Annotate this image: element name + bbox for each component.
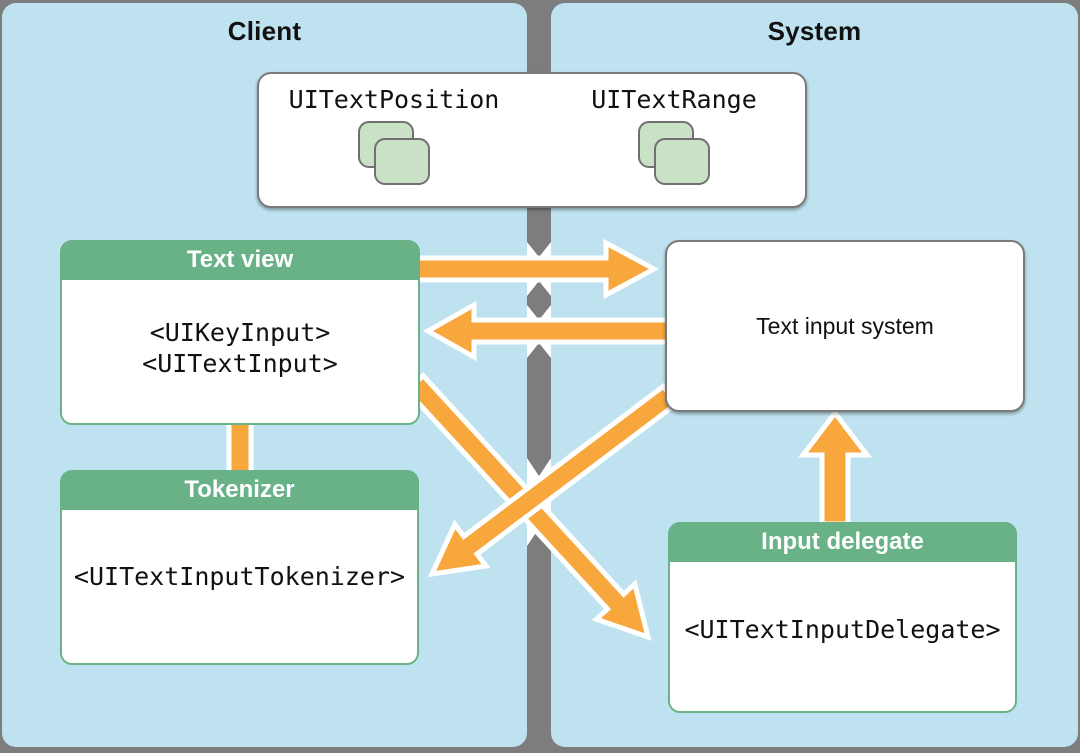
uitextposition-group: UITextPosition [259,74,529,206]
text-view-body: <UIKeyInput> <UITextInput> [60,280,420,425]
class-square-front [654,138,710,185]
protocol-uitextinputdelegate: <UITextInputDelegate> [684,615,1001,644]
protocol-uikeyinput: <UIKeyInput> [149,317,331,347]
class-stack-icon [358,121,430,185]
input-delegate-header: Input delegate [668,522,1017,562]
uitextrange-label: UITextRange [591,85,757,114]
input-delegate-title: Input delegate [761,528,924,555]
tokenizer-title: Tokenizer [184,476,295,503]
text-view-title: Text view [186,246,294,273]
tokenizer-body: <UITextInputTokenizer> [60,510,419,665]
client-panel-title: Client [227,16,302,46]
position-range-classes-box: UITextPosition UITextRange [257,72,807,208]
protocol-uitextinput: <UITextInput> [142,348,338,378]
uitextrange-group: UITextRange [539,74,809,206]
text-input-system-label: Text input system [756,312,934,339]
text-input-system-box: Text input system [665,240,1025,412]
arrow-inputdelegate-to-system [797,408,873,527]
uitextposition-label: UITextPosition [288,85,500,114]
text-view-box: Text view <UIKeyInput> <UITextInput> [60,240,420,425]
input-delegate-box: Input delegate <UITextInputDelegate> [668,522,1017,713]
arrow-system-to-tokenizer [427,382,681,578]
class-square-front [374,138,430,185]
class-stack-icon [638,121,710,185]
input-delegate-body: <UITextInputDelegate> [668,562,1017,713]
tokenizer-header: Tokenizer [60,470,419,510]
protocol-uitextinputtokenizer: <UITextInputTokenizer> [73,562,406,591]
tokenizer-box: Tokenizer <UITextInputTokenizer> [60,470,419,665]
arrow-system-to-textview [422,300,671,362]
text-view-header: Text view [60,240,420,280]
system-panel-title: System [767,16,862,46]
arrow-textview-to-system [413,238,660,300]
